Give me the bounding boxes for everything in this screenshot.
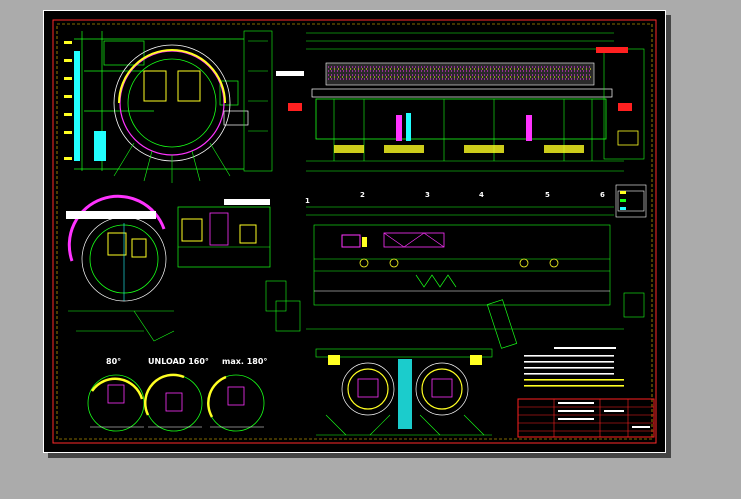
bucket-max: [207, 374, 265, 432]
cad-drawing: 1 2 3 4 5 6: [52, 19, 657, 444]
bucket-unload: [143, 373, 203, 432]
mid-right-plan-view: [275, 190, 645, 349]
top-left-section-view: [64, 30, 273, 183]
bucket-80: [87, 374, 145, 432]
grid-label-2: 2: [360, 191, 365, 199]
grid-label-5: 5: [545, 191, 550, 199]
view-label-unload: UNLOAD 160°: [148, 357, 209, 366]
grid-label-3: 3: [425, 191, 430, 199]
grid-labels: 1 2 3 4 5 6: [305, 191, 605, 205]
title-block: [517, 398, 655, 438]
grid-label-6: 6: [600, 191, 605, 199]
view-label-max: max. 180°: [222, 357, 267, 366]
view-label-80: 80°: [106, 357, 121, 366]
bucket-positions: 80° UNLOAD 160° max. 180°: [87, 357, 267, 432]
bottom-end-views: [315, 348, 493, 436]
mid-center-detail: [177, 199, 287, 312]
drawing-frame-inner: [56, 23, 653, 440]
mid-left-bucket-detail: [66, 194, 175, 342]
grid-label-1: 1: [305, 197, 310, 205]
drawing-sheet: 1 2 3 4 5 6: [43, 10, 666, 453]
grid-label-4: 4: [479, 191, 484, 199]
top-right-elevation-view: [276, 32, 645, 172]
drawing-frame: [52, 19, 657, 444]
legend-box: [615, 184, 647, 218]
notes-block: [524, 347, 624, 387]
